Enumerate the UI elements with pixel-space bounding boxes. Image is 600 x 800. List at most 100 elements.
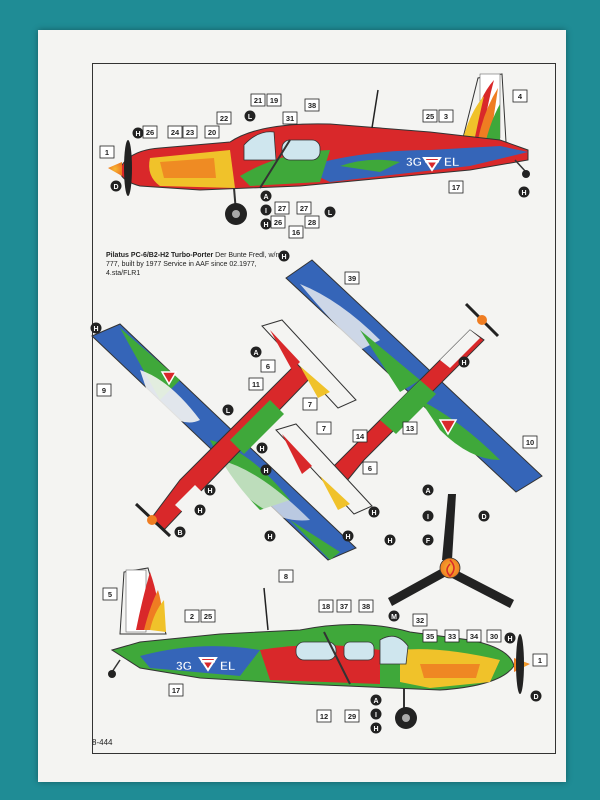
callout-label: 27 [300,204,308,213]
page-code: 8-444 [92,738,113,747]
callout-label: 4 [518,92,523,101]
callout-letter: I [370,708,382,720]
callout-box [532,653,548,667]
callout-box [512,89,528,103]
callout-number: 18 [318,599,334,613]
callout-label: 14 [356,432,365,441]
callout-label: H [345,534,350,541]
callout-label: A [263,194,268,201]
callout-label: I [427,514,429,521]
callout-dot [260,218,272,230]
callout-dot [250,346,262,358]
callout-box [486,629,502,643]
callout-box [304,215,320,229]
callout-letter: I [260,204,272,216]
callout-label: 3 [444,112,448,121]
callout-label: H [93,326,98,333]
callout-label: H [197,508,202,515]
callout-dot [370,694,382,706]
callout-letter: L [244,110,256,122]
callout-box [184,609,200,623]
callout-number: 32 [412,613,428,627]
callout-label: 6 [368,464,372,473]
callout-letter: A [370,694,382,706]
callout-box [444,629,460,643]
callout-number: 17 [448,180,464,194]
callout-number: 6 [362,461,378,475]
callout-letter: B [174,526,186,538]
callout-letter: H [132,127,144,139]
callout-dot [256,442,268,454]
callout-box [318,599,334,613]
callout-dot [204,484,216,496]
callout-label: 32 [416,616,424,625]
callout-number: 33 [444,629,460,643]
callout-label: A [253,350,258,357]
callout-letter: H [278,250,290,262]
callout-dot [478,510,490,522]
callout-number: 25 [422,109,438,123]
callout-number: 17 [168,683,184,697]
callout-number: 7 [302,397,318,411]
callout-number: 8 [278,569,294,583]
callout-letter: H [260,464,272,476]
callout-dot [422,510,434,522]
callout-box [248,377,264,391]
callout-dot [384,534,396,546]
callout-label: H [263,468,268,475]
callout-dot [388,610,400,622]
callout-number: 27 [274,201,290,215]
callout-letter: A [260,190,272,202]
callout-box [102,587,118,601]
callout-number: 1 [99,145,115,159]
callout-box [296,201,312,215]
callout-letter: H [384,534,396,546]
callout-dot [342,530,354,542]
callout-dot [368,506,380,518]
callout-box [274,201,290,215]
callout-box [282,111,298,125]
callout-label: H [461,360,466,367]
callout-dot [260,190,272,202]
callout-number: 9 [96,383,112,397]
callout-label: 26 [146,128,154,137]
callout-letter: A [422,484,434,496]
callout-label: 37 [340,602,348,611]
callout-number: 27 [296,201,312,215]
callout-number: 31 [282,111,298,125]
callout-box [288,225,304,239]
callout-box [168,683,184,697]
callout-label: 18 [322,602,330,611]
registration-markings: 3G EL 3G EL [176,155,460,673]
callout-label: L [226,408,231,415]
callout-number: 29 [344,709,360,723]
callout-dot [90,322,102,334]
callout-label: M [391,614,397,621]
callout-number: 37 [336,599,352,613]
callout-dot [370,708,382,720]
callout-label: 13 [406,424,414,433]
callout-box [167,125,183,139]
callout-number: 21 [250,93,266,107]
callout-box [344,271,360,285]
callout-label: D [113,184,118,191]
callout-dot [518,186,530,198]
callout-label: D [533,694,538,701]
callout-box [302,397,318,411]
callout-number: 10 [522,435,538,449]
callout-label: 1 [105,148,109,157]
reg-bottom-right: EL [220,659,235,673]
callout-box [99,145,115,159]
callout-label: H [207,488,212,495]
callout-label: 16 [292,228,300,237]
callout-letter: H [194,504,206,516]
callout-dot [504,632,516,644]
aircraft-caption: Pilatus PC-6/B2-H2 Turbo-Porter Der Bunt… [106,251,286,278]
callout-box [522,435,538,449]
callout-box [438,109,454,123]
callout-label: 25 [426,112,434,121]
callout-box [358,599,374,613]
callout-label: 22 [220,114,228,123]
callout-label: 26 [274,218,282,227]
